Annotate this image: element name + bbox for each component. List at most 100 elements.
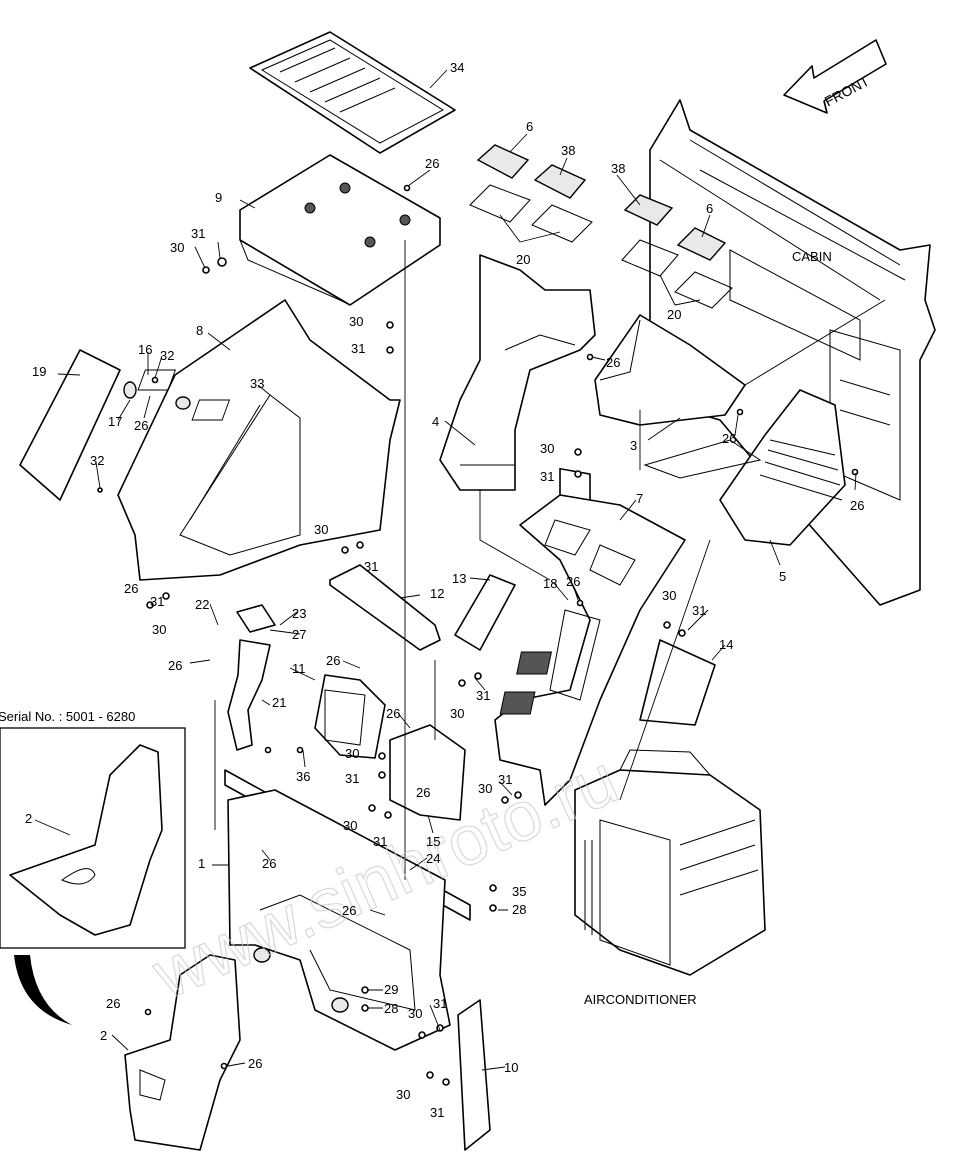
callout-19: 19	[32, 364, 46, 379]
callout-23: 23	[292, 606, 306, 621]
callout-31: 31	[373, 834, 387, 849]
callout-10: 10	[504, 1060, 518, 1075]
callout-26: 26	[722, 431, 736, 446]
part-21-pipe	[227, 604, 276, 751]
callout-30: 30	[396, 1087, 410, 1102]
callout-30: 30	[540, 441, 554, 456]
part-2-duct-lower	[124, 954, 241, 1151]
callout-8: 8	[196, 323, 203, 338]
callout-5: 5	[779, 569, 786, 584]
callout-26: 26	[326, 653, 340, 668]
callout-31: 31	[364, 559, 378, 574]
airconditioner-unit	[574, 749, 766, 976]
callout-31: 31	[345, 771, 359, 786]
part-10-strip	[457, 999, 491, 1151]
callout-31: 31	[692, 603, 706, 618]
callout-26: 26	[386, 706, 400, 721]
part-15-bracket	[389, 724, 466, 821]
callout-20: 20	[516, 252, 530, 267]
cabin-wall	[649, 99, 936, 606]
part-14-controls	[499, 639, 716, 726]
callout-3: 3	[630, 438, 637, 453]
callout-18: 18	[543, 576, 557, 591]
cabin-label: CABIN	[792, 249, 832, 264]
callout-21: 21	[272, 695, 286, 710]
callout-30: 30	[343, 818, 357, 833]
callout-26: 26	[566, 574, 580, 589]
leader-lines	[34, 69, 886, 1071]
curve-mark	[14, 955, 72, 1025]
callout-31: 31	[150, 594, 164, 609]
callout-26: 26	[248, 1056, 262, 1071]
part-1-frame	[227, 789, 451, 1051]
callout-28: 28	[384, 1001, 398, 1016]
callout-32: 32	[90, 453, 104, 468]
part-5-bellows	[643, 389, 846, 546]
callout-31: 31	[351, 341, 365, 356]
callout-24: 24	[426, 851, 440, 866]
callout-30: 30	[408, 1006, 422, 1021]
callout-35: 35	[512, 884, 526, 899]
callout-26: 26	[416, 785, 430, 800]
callout-38: 38	[561, 143, 575, 158]
callout-2: 2	[100, 1028, 107, 1043]
part-3-duct	[594, 314, 746, 426]
callout-30: 30	[662, 588, 676, 603]
callout-20: 20	[667, 307, 681, 322]
callout-26: 26	[850, 498, 864, 513]
callout-9: 9	[215, 190, 222, 205]
part-9-cover	[239, 154, 441, 306]
callout-12: 12	[430, 586, 444, 601]
callout-4: 4	[432, 414, 439, 429]
callout-30: 30	[349, 314, 363, 329]
callout-2: 2	[25, 811, 32, 826]
callout-29: 29	[384, 982, 398, 997]
callout-38: 38	[611, 161, 625, 176]
part-8-panel	[117, 299, 401, 581]
part-34-mat	[249, 31, 456, 154]
callout-1: 1	[198, 856, 205, 871]
part-4-duct	[439, 254, 596, 515]
grilles	[469, 144, 733, 309]
callout-30: 30	[345, 746, 359, 761]
callout-6: 6	[526, 119, 533, 134]
callout-26: 26	[425, 156, 439, 171]
aircon-label: AIRCONDITIONER	[584, 992, 697, 1007]
part-7-console	[494, 494, 686, 806]
callout-31: 31	[433, 996, 447, 1011]
callout-30: 30	[152, 622, 166, 637]
callout-36: 36	[296, 769, 310, 784]
callout-26: 26	[134, 418, 148, 433]
callout-26: 26	[606, 355, 620, 370]
callout-30: 30	[170, 240, 184, 255]
callout-30: 30	[314, 522, 328, 537]
part-19-panel	[19, 349, 121, 501]
part-13-plate	[454, 574, 516, 651]
callout-27: 27	[292, 627, 306, 642]
front-arrow: FRONT	[783, 39, 887, 114]
callout-15: 15	[426, 834, 440, 849]
inset-caption: Serial No. : 5001 - 6280	[0, 709, 135, 724]
inset-serial-box	[0, 727, 186, 949]
callout-14: 14	[719, 637, 733, 652]
callout-17: 17	[108, 414, 122, 429]
callout-13: 13	[452, 571, 466, 586]
callout-31: 31	[476, 688, 490, 703]
callout-32: 32	[160, 348, 174, 363]
part-12-bracket	[329, 564, 441, 651]
callout-16: 16	[138, 342, 152, 357]
callout-31: 31	[191, 226, 205, 241]
callout-30: 30	[478, 781, 492, 796]
callout-labels: 34 6 38 38 6 26 9 31 30 20 20 30 31 8 16…	[25, 60, 864, 1120]
callout-11: 11	[292, 661, 306, 676]
callout-31: 31	[498, 772, 512, 787]
callout-26: 26	[124, 581, 138, 596]
part-11-box	[314, 674, 386, 759]
callout-26: 26	[342, 903, 356, 918]
callout-31: 31	[430, 1105, 444, 1120]
callout-28: 28	[512, 902, 526, 917]
callout-26: 26	[168, 658, 182, 673]
callout-31: 31	[540, 469, 554, 484]
callout-7: 7	[636, 491, 643, 506]
